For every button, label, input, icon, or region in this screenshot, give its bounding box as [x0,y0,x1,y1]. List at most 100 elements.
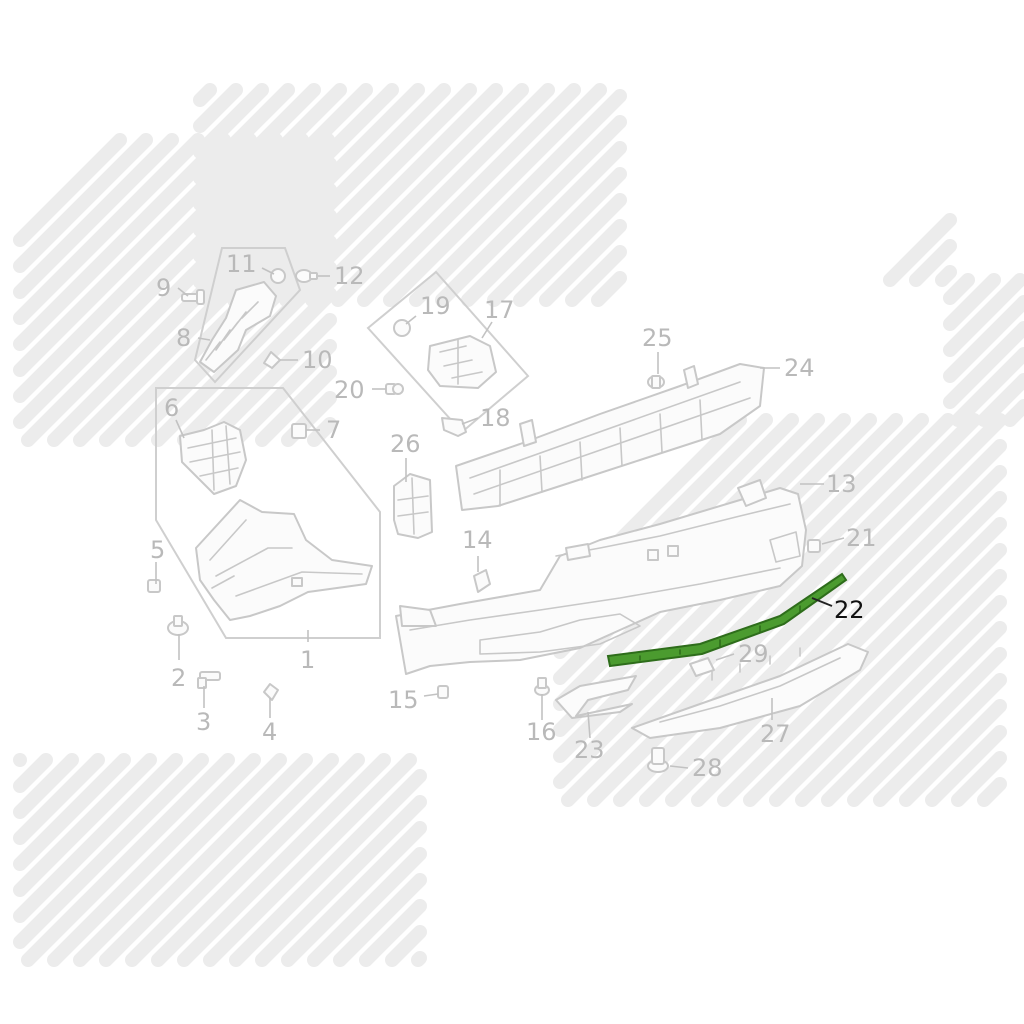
part-14-clip[interactable] [473,569,491,593]
watermark-stripe [253,83,477,307]
part-23-reflector-trim[interactable] [555,675,637,719]
watermark-stripe [193,83,321,211]
callout-14[interactable]: 14 [462,526,493,554]
part-28-bolt[interactable] [647,747,669,773]
callout-9[interactable]: 9 [156,274,171,302]
watermark-stripe [553,413,929,789]
callout-21[interactable]: 21 [846,524,877,552]
watermark-stripe [539,219,627,307]
watermark-stripe [935,265,957,287]
watermark-stripe [13,133,127,247]
watermark-stripe [943,273,975,305]
part-24-impact-beam[interactable] [455,363,765,511]
part-4-clip[interactable] [263,683,279,701]
watermark-stripe [333,873,427,967]
callout-4[interactable]: 4 [262,718,277,746]
watermark-stripe [487,167,627,307]
callout-2[interactable]: 2 [171,664,186,692]
callout-29[interactable]: 29 [738,640,769,668]
watermark-stripe [357,83,581,307]
watermark-stripe [899,699,1007,807]
watermark-stripe [639,439,1007,807]
part-6-bracket[interactable] [179,421,247,495]
watermark-stripe [385,925,427,967]
watermark-stripe [561,413,955,807]
part-13-bumper-cover[interactable] [395,479,807,675]
watermark-stripe [943,321,1024,409]
callout-6[interactable]: 6 [164,394,179,422]
part-27-lower-trim[interactable] [631,643,869,739]
callout-8[interactable]: 8 [176,324,191,352]
callout-1[interactable]: 1 [300,646,315,674]
watermark-stripe [201,83,425,307]
callout-26[interactable]: 26 [390,430,421,458]
watermark-stripe [47,753,261,967]
callout-15[interactable]: 15 [388,686,419,714]
part-11-grommet[interactable] [270,268,286,284]
watermark-stripe [193,83,373,263]
callout-28[interactable]: 28 [692,754,723,782]
watermark-stripe [73,753,287,967]
watermark-stripe [943,273,1001,331]
part-1-side-cover[interactable] [195,499,373,621]
callout-18[interactable]: 18 [480,404,511,432]
callout-5[interactable]: 5 [150,536,165,564]
part-5-clip[interactable] [147,579,161,593]
callout-16[interactable]: 16 [526,718,557,746]
callout-10[interactable]: 10 [302,346,333,374]
callout-7[interactable]: 7 [326,416,341,444]
part-25-bolt[interactable] [647,375,665,389]
part-16-bolt[interactable] [534,677,550,696]
part-21-clip[interactable] [807,539,821,553]
part-22-trim-strip[interactable] [606,572,848,668]
part-3-bolt[interactable] [197,671,221,689]
group-box-8-11 [193,247,302,384]
watermark-stripe [21,133,335,447]
watermark-stripe [203,753,417,967]
part-7-clip[interactable] [291,423,307,439]
watermark-stripe [193,83,269,159]
part-8-bracket[interactable] [199,281,277,373]
part-17-bracket[interactable] [427,335,497,389]
watermark-stripe [13,133,257,377]
callout-11[interactable]: 11 [226,250,257,278]
part-29-clip[interactable] [689,657,715,677]
watermark-stripe [513,193,627,307]
callout-13[interactable]: 13 [826,470,857,498]
watermark-stripe [99,753,313,967]
callout-19[interactable]: 19 [420,292,451,320]
watermark-stripe [943,295,1024,383]
watermark-stripe [21,753,235,967]
callout-25[interactable]: 25 [642,324,673,352]
callout-3[interactable]: 3 [196,708,211,736]
watermark-stripe [193,83,243,133]
watermark-stripe [13,133,153,273]
watermark-stripe [13,753,131,871]
part-2-bolt[interactable] [167,615,189,636]
watermark-stripe [13,753,183,923]
callout-17[interactable]: 17 [484,296,515,324]
callout-12[interactable]: 12 [334,262,365,290]
callout-22[interactable]: 22 [834,596,865,624]
watermark-stripe [743,543,1007,807]
part-20-clip[interactable] [385,383,404,395]
watermark-stripe [229,769,427,967]
part-12-clip[interactable] [295,269,318,283]
callout-23[interactable]: 23 [574,736,605,764]
watermark-stripe [565,245,627,307]
part-9-bolt[interactable] [181,289,205,305]
callout-20[interactable]: 20 [334,376,365,404]
part-15-bolt[interactable] [437,685,449,699]
watermark-stripe [951,751,1007,807]
part-18-fastener[interactable] [441,417,467,437]
part-26-bracket[interactable] [393,473,433,539]
watermark-stripe [177,753,391,967]
watermark-stripe [99,209,337,447]
watermark-stripe [1003,399,1024,427]
callout-27[interactable]: 27 [760,720,791,748]
watermark-stripe [227,83,451,307]
watermark-stripe [203,313,337,447]
watermark-stripe [821,621,1007,807]
callout-24[interactable]: 24 [784,354,815,382]
